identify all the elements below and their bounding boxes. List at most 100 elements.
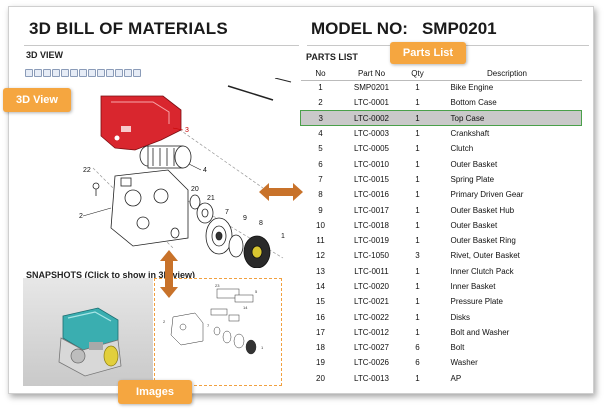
leader-3 bbox=[172, 127, 184, 131]
gear-part[interactable] bbox=[243, 235, 271, 268]
pan-icon[interactable] bbox=[52, 68, 60, 77]
snapshot-thumbnail-engine[interactable] bbox=[23, 278, 153, 386]
cell-description: Outer Basket bbox=[450, 159, 498, 169]
cell-no: 4 bbox=[318, 129, 323, 139]
crankshaft-part[interactable] bbox=[139, 145, 192, 169]
cell-qty: 1 bbox=[415, 205, 420, 215]
callout-7: 7 bbox=[225, 209, 229, 216]
cell-description: Crankshaft bbox=[450, 129, 490, 139]
cell-qty: 1 bbox=[415, 174, 420, 184]
cell-qty: 1 bbox=[415, 312, 420, 322]
cell-qty: 6 bbox=[415, 358, 420, 368]
cell-part-no: LTC-0013 bbox=[354, 373, 389, 383]
rotate-icon[interactable] bbox=[61, 68, 69, 77]
svg-text:5: 5 bbox=[255, 289, 258, 294]
cell-part-no: LTC-0021 bbox=[354, 297, 389, 307]
cell-no: 17 bbox=[316, 327, 325, 337]
cell-description: AP bbox=[450, 373, 462, 383]
cell-part-no: LTC-0026 bbox=[354, 358, 389, 368]
cell-description: Bottom Case bbox=[450, 98, 497, 108]
settings-icon[interactable] bbox=[124, 68, 132, 77]
column-header-no[interactable]: No bbox=[300, 68, 341, 81]
column-header-qty[interactable]: Qty bbox=[402, 68, 433, 81]
bottom-case-part[interactable] bbox=[110, 169, 189, 247]
model-label: MODEL NO: bbox=[311, 19, 408, 38]
small-part[interactable] bbox=[170, 227, 180, 239]
callout-20: 20 bbox=[191, 186, 199, 193]
fullscreen-icon[interactable] bbox=[133, 68, 141, 77]
callout-8: 8 bbox=[259, 220, 263, 227]
column-header-description[interactable]: Description bbox=[432, 68, 582, 81]
spring-part[interactable] bbox=[196, 202, 214, 224]
select-tool-icon[interactable] bbox=[25, 68, 33, 77]
outer-basket-part[interactable] bbox=[205, 217, 233, 255]
zoom-fit-icon[interactable] bbox=[88, 68, 96, 77]
cell-no: 18 bbox=[316, 343, 325, 353]
view-mode-icon[interactable] bbox=[34, 68, 42, 77]
section-icon[interactable] bbox=[106, 68, 114, 77]
cell-no: 14 bbox=[316, 282, 325, 291]
render-icon[interactable] bbox=[115, 68, 123, 77]
cell-no: 5 bbox=[318, 144, 323, 154]
bolt-part[interactable] bbox=[92, 182, 100, 196]
top-case-part[interactable] bbox=[100, 95, 182, 151]
zoom-out-icon[interactable] bbox=[79, 68, 87, 77]
callout-4: 4 bbox=[203, 167, 207, 174]
cell-part-no: LTC-0012 bbox=[354, 327, 389, 337]
cell-no: 16 bbox=[316, 312, 325, 322]
cell-no: 8 bbox=[318, 190, 323, 200]
callout-3: 3 bbox=[185, 127, 189, 134]
cell-no: 1 bbox=[318, 83, 323, 93]
disk-part[interactable] bbox=[228, 234, 244, 258]
cell-qty: 1 bbox=[415, 266, 420, 276]
cell-no: 10 bbox=[316, 220, 325, 230]
washer-part[interactable] bbox=[189, 194, 201, 210]
rod-part bbox=[227, 85, 274, 101]
measure-icon[interactable] bbox=[97, 68, 105, 77]
column-header-part-no[interactable]: Part No bbox=[340, 68, 403, 81]
svg-text:23: 23 bbox=[215, 283, 220, 288]
cell-description: Bolt and Washer bbox=[450, 327, 510, 337]
cell-description: Bolt bbox=[450, 343, 465, 353]
cell-description: Pressure Plate bbox=[450, 297, 503, 307]
viewer-toolbar bbox=[25, 67, 141, 78]
cell-part-no: LTC-0017 bbox=[354, 205, 389, 215]
3d-viewer[interactable]: 3 4 20 21 22 2 7 9 8 1 bbox=[23, 78, 295, 268]
explode-icon[interactable] bbox=[43, 68, 51, 77]
page-title: 3D BILL OF MATERIALS bbox=[29, 19, 228, 38]
cell-part-no: LTC-0003 bbox=[354, 129, 389, 139]
cell-part-no: LTC-1050 bbox=[354, 251, 389, 261]
cell-part-no: LTC-0018 bbox=[354, 220, 389, 230]
vertical-double-arrow-icon bbox=[160, 250, 178, 298]
cell-description: Spring Plate bbox=[450, 174, 495, 184]
callout-9: 9 bbox=[243, 215, 247, 222]
cell-description: Outer Basket Ring bbox=[450, 236, 516, 246]
cell-no: 20 bbox=[316, 373, 325, 383]
section-label-snapshots: SNAPSHOTS (Click to show in 3D view) bbox=[26, 270, 196, 280]
cell-qty: 1 bbox=[402, 110, 433, 127]
zoom-in-icon[interactable] bbox=[70, 68, 78, 77]
cell-description: Primary Driven Gear bbox=[450, 190, 524, 200]
